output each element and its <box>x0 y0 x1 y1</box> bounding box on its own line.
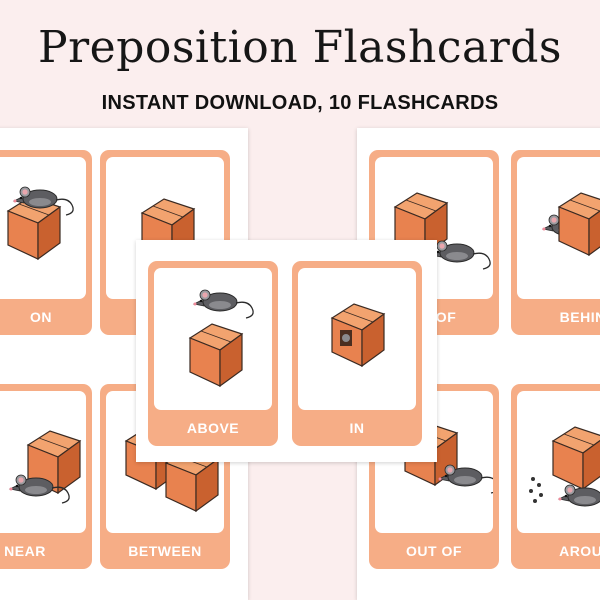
flashcard-around: AROUN <box>511 384 600 569</box>
flashcard-label-above: ABOVE <box>186 420 240 436</box>
box-with-mouse-in-illustration <box>331 303 385 367</box>
box-with-mouse-around-illustration <box>529 426 600 514</box>
flashcard-above: ABOVE <box>148 261 278 446</box>
box-with-mouse-on-top-illustration <box>7 186 74 260</box>
box-with-mouse-above-illustration <box>189 289 254 387</box>
flashcard-on: ON <box>0 150 92 335</box>
flashcard-label-on: ON <box>30 309 52 325</box>
flashcard-label-near: NEAR <box>4 543 46 559</box>
box-with-mouse-behind-illustration <box>541 192 600 256</box>
flashcard-label-out-of: OUT OF <box>406 543 462 559</box>
flashcard-in: IN <box>292 261 422 446</box>
box-with-mouse-near-illustration <box>8 430 81 504</box>
flashcard-label-around: AROUN <box>559 543 600 559</box>
page-subtitle: INSTANT DOWNLOAD, 10 FLASHCARDS <box>101 92 499 114</box>
page-title: Preposition Flashcards <box>38 22 562 73</box>
flashcard-label-behind: BEHIND <box>559 309 600 325</box>
flashcard-label-between: BETWEEN <box>128 543 202 559</box>
flashcard-near: NEAR <box>0 384 92 569</box>
flashcard-sheet-center: ABOVE IN <box>136 240 437 462</box>
flashcard-label-in: IN <box>349 420 365 436</box>
flashcard-behind: BEHIND <box>511 150 600 335</box>
